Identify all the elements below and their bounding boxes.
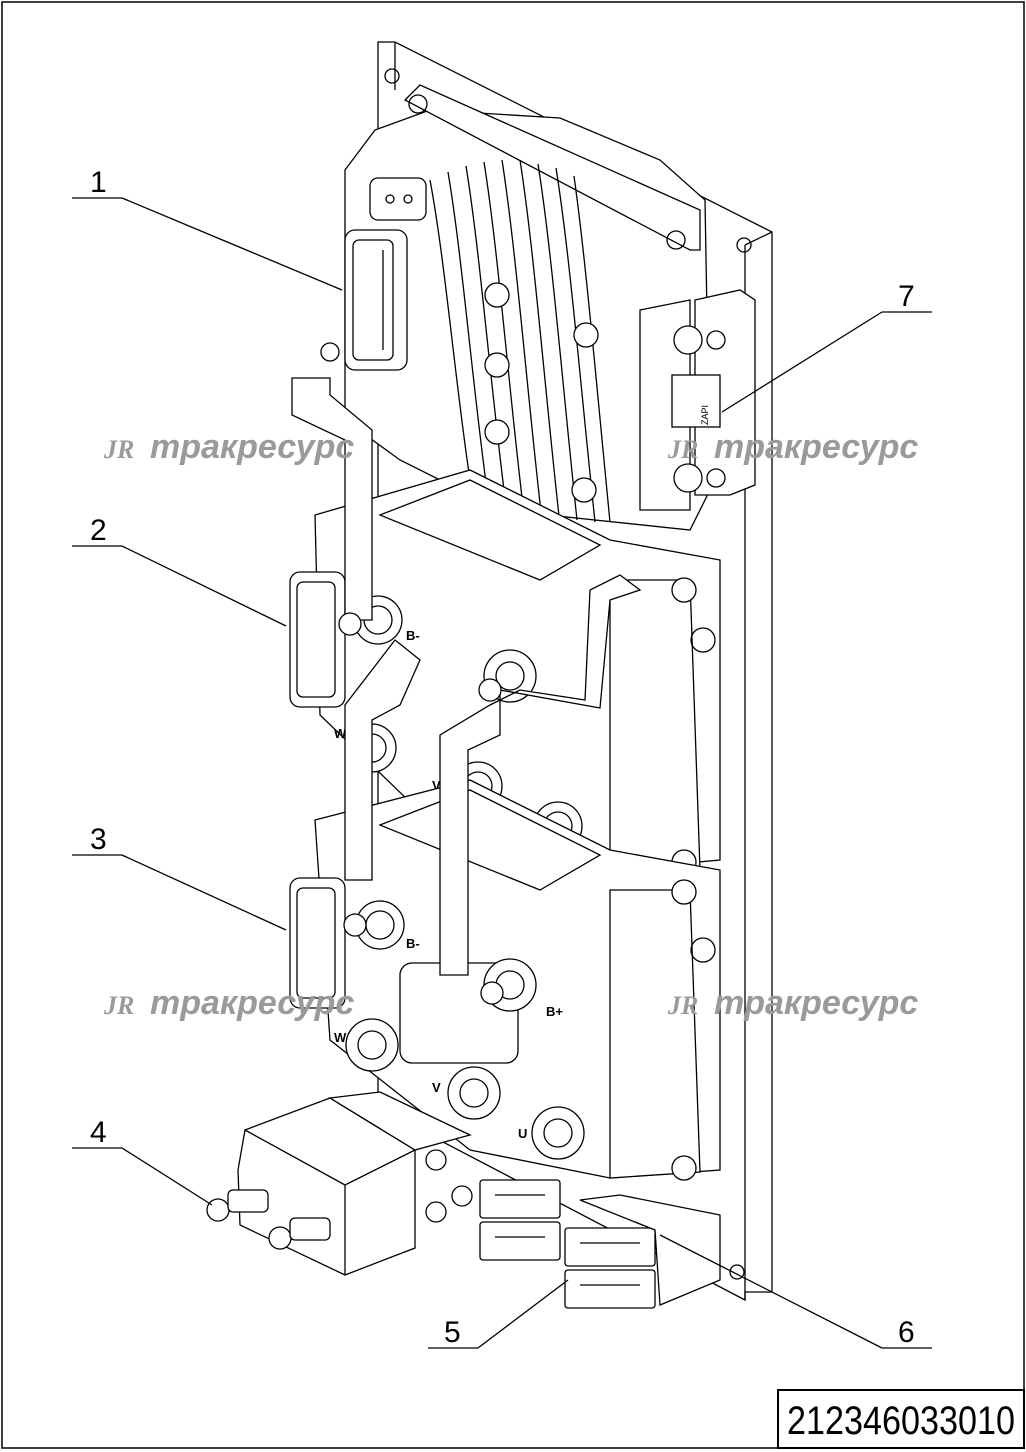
terminal-v-label: V	[432, 778, 441, 793]
title-block: 212346033010	[777, 1389, 1025, 1449]
controller-1	[320, 84, 711, 531]
contactor-4	[206, 1091, 473, 1276]
callout-number: 3	[90, 823, 107, 856]
contactor-7: ZAPI	[671, 289, 756, 496]
callout-1: 1	[72, 166, 343, 291]
document-number: 212346033010	[787, 1399, 1015, 1443]
watermark-top-left: JR тракресурс	[103, 428, 354, 466]
watermark-bottom-right: JR тракресурс	[667, 984, 918, 1022]
terminal-w-label-2: W	[334, 1030, 347, 1045]
watermark-top-right: JR тракресурс	[667, 428, 918, 466]
watermark-text: тракресурс	[714, 984, 918, 1022]
watermark-text: тракресурс	[714, 428, 918, 466]
watermark-text: тракресурс	[150, 984, 354, 1022]
callout-4: 4	[72, 1116, 213, 1206]
watermark-bottom-left: JR тракресурс	[103, 984, 354, 1022]
terminal-b-minus-label: B-	[406, 628, 420, 643]
watermark-logo: JR	[103, 435, 134, 464]
callout-number: 2	[90, 514, 107, 547]
watermark-logo: JR	[667, 435, 698, 464]
callout-number: 1	[90, 166, 107, 199]
watermark-logo: JR	[667, 991, 698, 1020]
callout-number: 4	[90, 1116, 107, 1149]
callout-3: 3	[72, 823, 287, 931]
callout-number: 7	[898, 280, 915, 313]
bus-bars	[291, 377, 642, 1005]
terminal-v-label-2: V	[432, 1080, 441, 1095]
component-brand-label: ZAPI	[700, 405, 710, 425]
terminal-b-plus-label: B+	[546, 1004, 563, 1019]
controller-2: B- W V U	[289, 469, 721, 875]
terminal-w-label: W	[334, 726, 347, 741]
callout-number: 6	[898, 1316, 915, 1349]
fuse-holders	[479, 1179, 721, 1309]
watermark-text: тракресурс	[150, 428, 354, 466]
callout-2: 2	[72, 514, 287, 627]
callout-6: 6	[659, 1234, 932, 1349]
callout-7: 7	[721, 280, 932, 413]
callout-5: 5	[428, 1279, 569, 1349]
callout-number: 5	[444, 1316, 461, 1349]
terminal-b-minus-label-2: B-	[406, 936, 420, 951]
terminal-u-label-2: U	[518, 1126, 527, 1141]
watermark-logo: JR	[103, 991, 134, 1020]
